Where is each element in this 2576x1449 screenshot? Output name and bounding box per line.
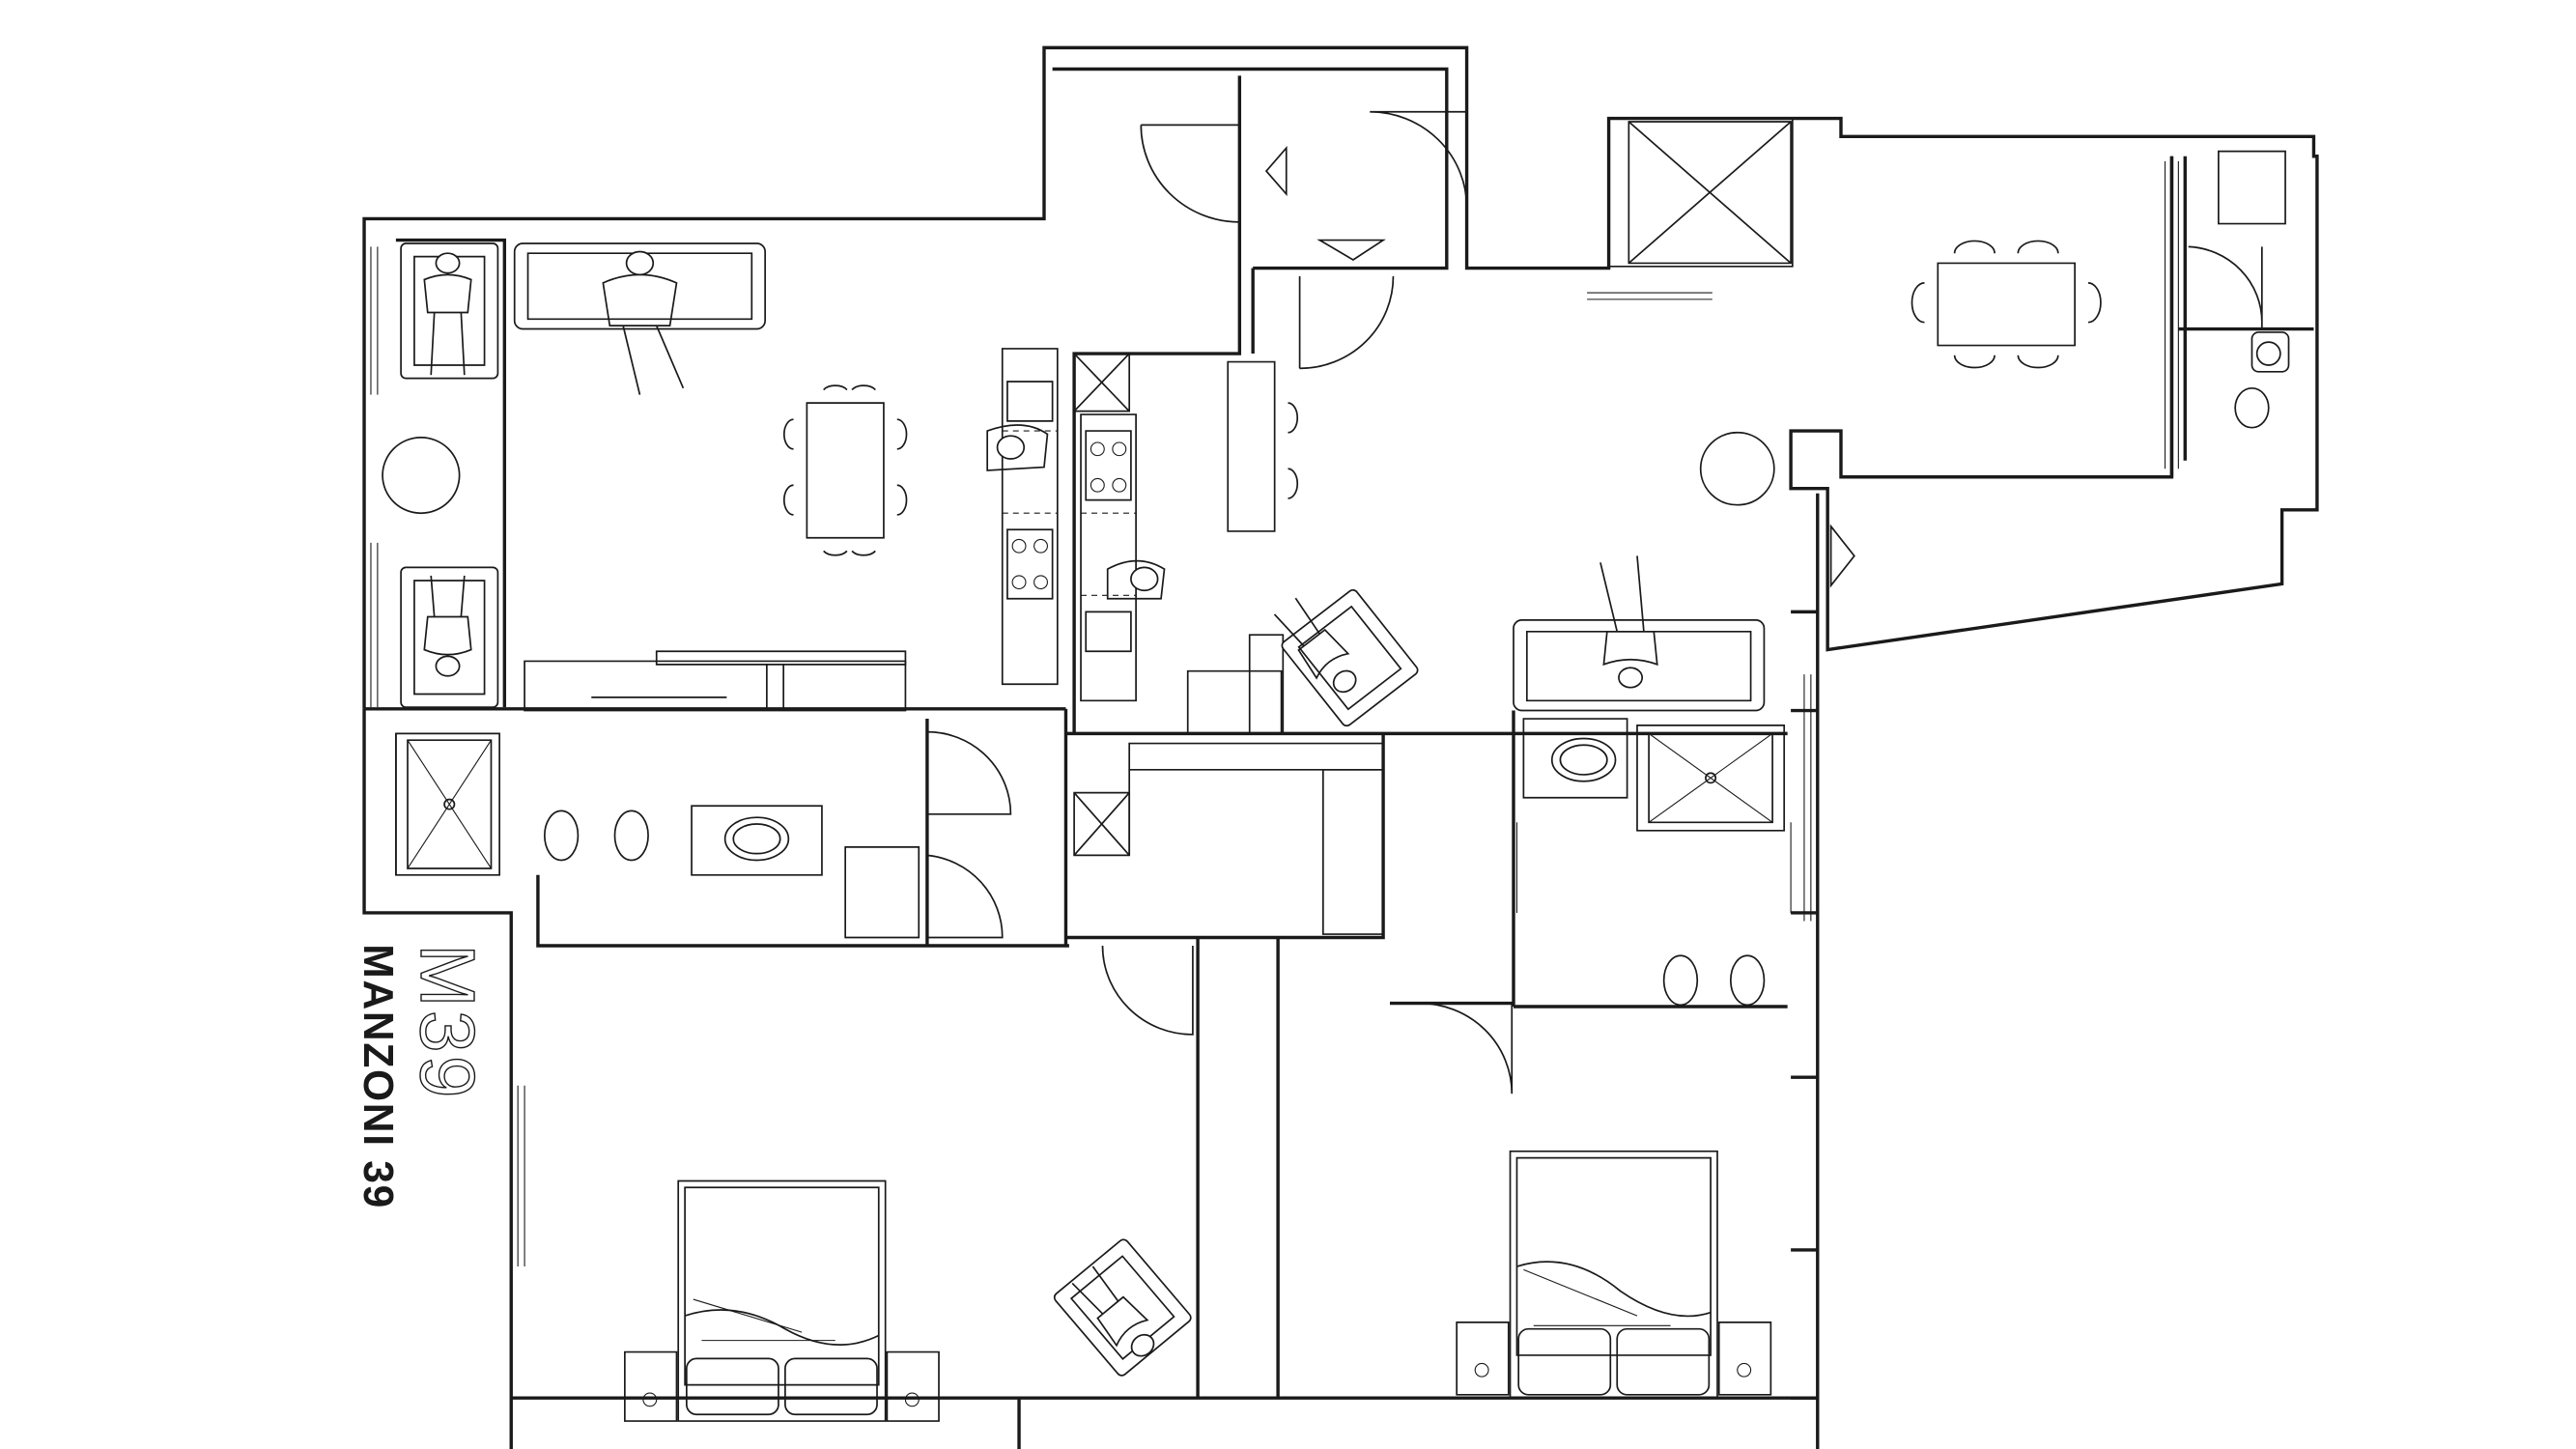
project-label: M39 MANZONI 39 [354, 943, 492, 1209]
closets [1129, 744, 1383, 935]
bathroom-left-fixtures [396, 733, 919, 937]
stair-arrows [1266, 148, 1383, 260]
bedroom-left-furniture [625, 1180, 1193, 1421]
bedroom-right-furniture [1457, 1151, 1770, 1398]
bathroom-right-fixtures [1516, 719, 1791, 1005]
project-code-label: M39 [405, 944, 491, 1101]
living-right-furniture [1280, 241, 2288, 727]
shafts [1074, 119, 2285, 856]
interior-walls [364, 75, 2313, 1449]
outer-walls [364, 47, 2317, 1449]
kitchen-furniture [1003, 349, 1297, 733]
project-name-label: MANZONI 39 [354, 944, 401, 1209]
people-figures [424, 251, 1656, 1365]
doors [396, 112, 2262, 1094]
windows [371, 161, 2178, 1266]
